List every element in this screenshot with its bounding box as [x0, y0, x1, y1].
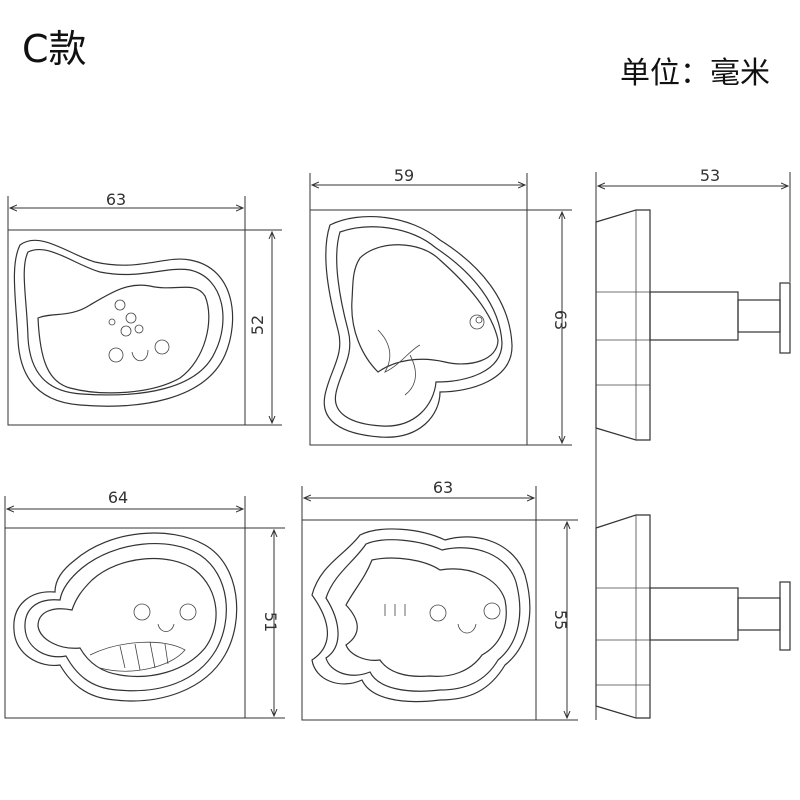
- cutter-frame: [4, 527, 246, 719]
- cutter-frame: [309, 209, 528, 446]
- model-title: C款: [22, 27, 87, 71]
- width-label: 64: [108, 488, 128, 507]
- width-label: 59: [394, 166, 414, 185]
- height-label: 55: [551, 610, 570, 630]
- side-view: 53: [595, 166, 791, 720]
- height-label: 63: [551, 310, 570, 330]
- cutter-frame: [301, 519, 537, 721]
- cutter-frame: [7, 229, 246, 426]
- cutter-narwhal: 63 52: [7, 190, 282, 426]
- height-label: 52: [248, 315, 267, 335]
- width-label: 63: [106, 190, 126, 209]
- width-label: 53: [700, 166, 720, 185]
- cutter-shark: 63 55: [301, 478, 578, 721]
- height-label: 51: [261, 612, 280, 632]
- width-label: 63: [433, 478, 453, 497]
- unit-label: 单位：毫米: [620, 56, 770, 91]
- cutter-whale: 64 51: [4, 488, 285, 719]
- cutter-dolphin: 59 63: [309, 166, 572, 446]
